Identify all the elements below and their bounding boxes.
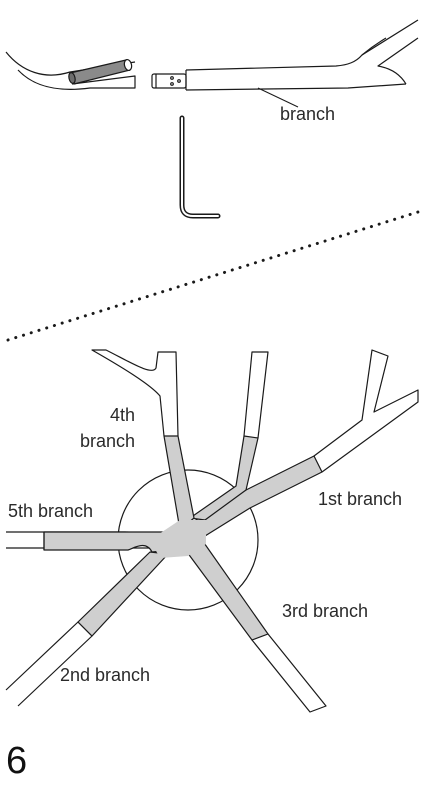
branch-label-top: branch [280,104,336,124]
label-second-branch: 2nd branch [60,665,151,685]
upper-branch [243,351,269,439]
label-third-branch: 3rd branch [282,601,369,621]
allen-key-icon [179,115,221,219]
third-branch [251,633,327,713]
first-branch [313,349,419,473]
label-first-branch: 1st branch [318,489,403,509]
label-fifth-branch: 5th branch [8,501,94,521]
right-branch-tube [151,19,419,91]
label-fourth-branch-line2: branch [80,431,136,451]
branch-hub-icon [5,349,419,713]
fourth-branch [91,349,179,437]
top-assembly [5,19,419,108]
label-fourth-branch-line1: 4th [110,405,136,425]
left-tube [5,51,136,76]
tube-connector-icon [68,58,133,85]
step-number: 6 [6,740,28,782]
dotted-divider [6,210,420,342]
